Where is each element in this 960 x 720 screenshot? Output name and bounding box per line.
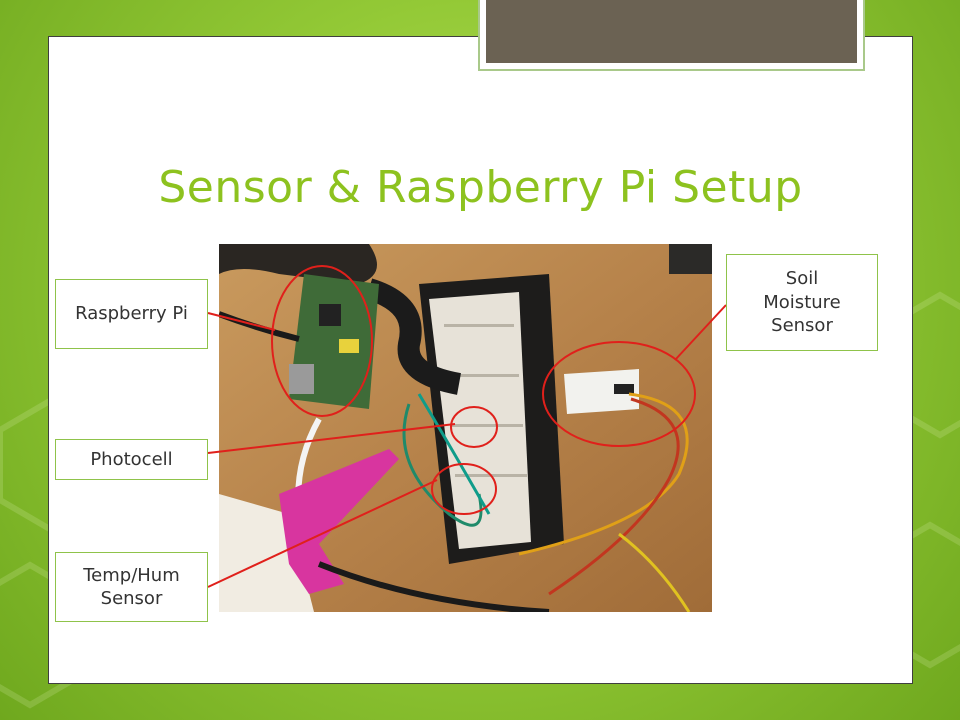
slide-tab bbox=[486, 0, 857, 63]
callout-temp-hum-sensor: Temp/Hum Sensor bbox=[55, 552, 208, 622]
callout-soil-moisture-sensor: Soil Moisture Sensor bbox=[726, 254, 878, 351]
circuit-photo bbox=[219, 244, 712, 612]
callout-raspberry-pi: Raspberry Pi bbox=[55, 279, 208, 349]
slide-title: Sensor & Raspberry Pi Setup bbox=[158, 162, 803, 213]
callout-photocell: Photocell bbox=[55, 439, 208, 480]
